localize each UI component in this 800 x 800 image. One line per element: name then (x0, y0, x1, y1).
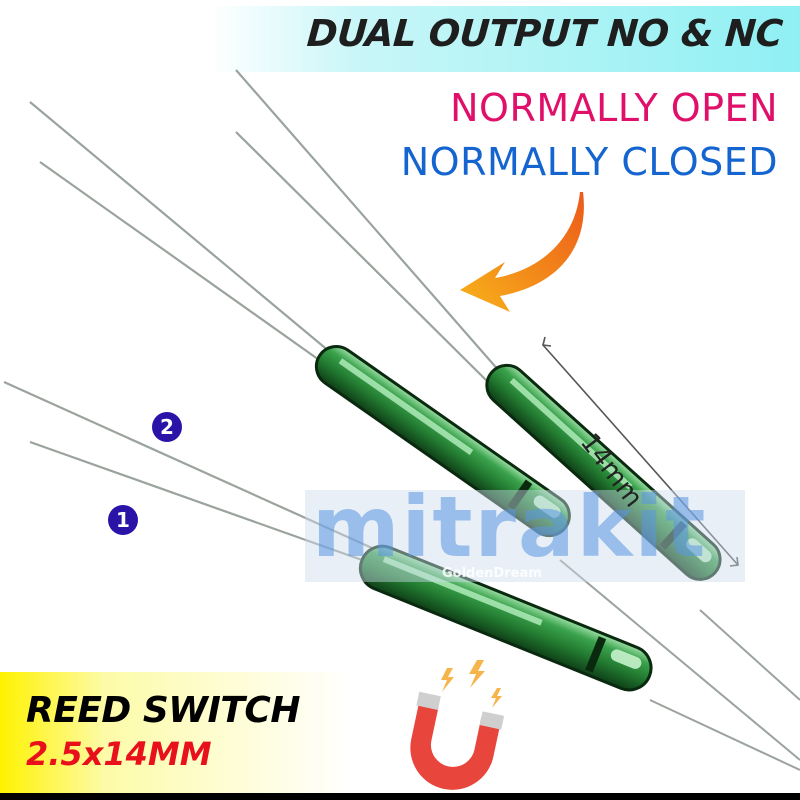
reed-switch-c (358, 544, 653, 692)
wires-switch-a (29, 101, 331, 363)
top-banner (210, 6, 800, 72)
watermark-subtext: GoldenDream (442, 566, 542, 581)
bottom-edge-bar (0, 793, 800, 800)
bottom-banner (0, 672, 350, 794)
reed-switch-a (314, 344, 571, 538)
watermark-text: mitrakit (312, 478, 708, 576)
watermark-band (305, 490, 745, 582)
terminal-badge-2: 2 (152, 412, 182, 442)
product-name: REED SWITCH (26, 690, 300, 731)
normally-closed-label: NORMALLY CLOSED (400, 140, 778, 184)
output-wires (559, 559, 800, 771)
dimension-line (542, 336, 739, 567)
curved-arrow-icon (460, 192, 584, 312)
reed-switch-b (485, 363, 722, 581)
terminal-badge-1: 1 (108, 505, 138, 535)
product-size: 2.5x14MM (26, 735, 212, 773)
normally-open-label: NORMALLY OPEN (450, 86, 778, 130)
horseshoe-magnet-icon (410, 660, 505, 790)
wires-switch-b (235, 69, 501, 383)
wires-switch-c (3, 380, 373, 562)
